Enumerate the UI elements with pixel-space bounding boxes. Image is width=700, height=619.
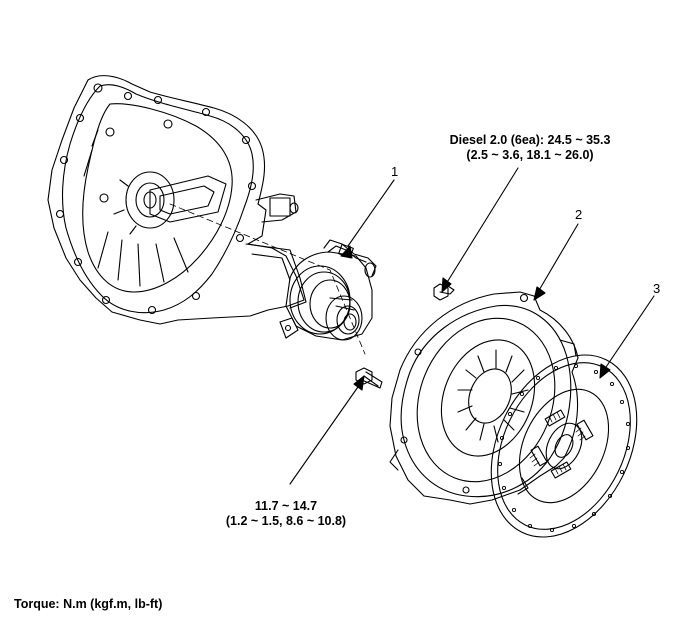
torque-spec-bottom: 11.7 ~ 14.7 (1.2 ~ 1.5, 8.6 ~ 10.8) <box>214 499 358 529</box>
concentric-slave-cylinder <box>279 239 377 341</box>
torque-units-note: Torque: N.m (kgf.m, lb-ft) <box>14 597 163 611</box>
leader-part2 <box>537 223 579 293</box>
callout-part3: 3 <box>653 281 661 296</box>
leader-bolt-bottom <box>289 383 361 485</box>
clutch-cover <box>389 291 579 505</box>
torque-spec-top: Diesel 2.0 (6ea): 24.5 ~ 35.3 (2.5 ~ 3.6… <box>440 133 620 163</box>
callout-part2: 2 <box>575 207 583 222</box>
torque-spec-top-line1: Diesel 2.0 (6ea): 24.5 ~ 35.3 <box>449 133 611 147</box>
leader-bolt-top <box>445 167 519 285</box>
leader-lines <box>289 167 655 485</box>
center-axis-line <box>169 203 366 355</box>
transaxle-housing <box>47 75 307 325</box>
callout-part1: 1 <box>391 164 399 179</box>
leader-part1 <box>347 179 395 247</box>
torque-spec-bottom-line2: (1.2 ~ 1.5, 8.6 ~ 10.8) <box>225 514 347 528</box>
clutch-cover-bolt <box>433 283 455 301</box>
torque-spec-bottom-line1: 11.7 ~ 14.7 <box>254 499 318 513</box>
release-bearing-bolt <box>355 367 383 389</box>
clutch-disc <box>490 354 638 538</box>
leader-part3 <box>603 295 655 371</box>
torque-spec-top-line2: (2.5 ~ 3.6, 18.1 ~ 26.0) <box>466 148 594 162</box>
